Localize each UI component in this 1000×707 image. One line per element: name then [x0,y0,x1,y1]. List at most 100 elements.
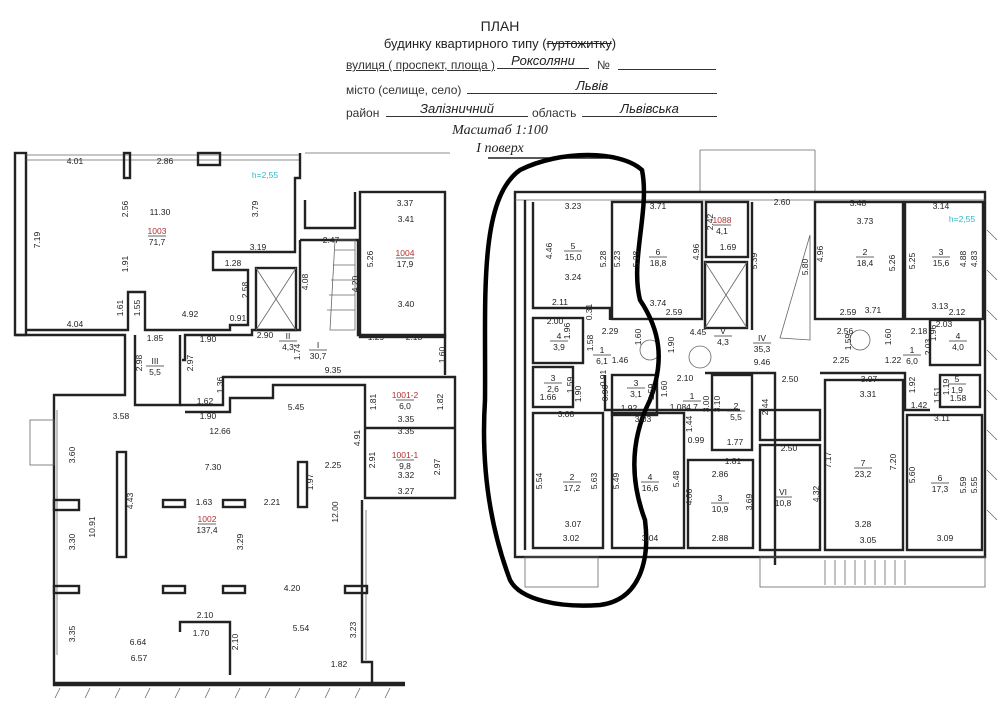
city-value: Львів [467,78,717,94]
dimension-label: 5.25 [907,252,917,269]
region-value: Львівська [582,101,717,117]
room-area: 17,3 [932,484,949,494]
dimension-label: 6.57 [131,653,148,663]
room-area: 10,8 [775,498,792,508]
height-note: h=2,55 [949,214,976,224]
room-number: 1088 [713,215,732,225]
dimension-label: 1.74 [292,343,302,360]
dimension-label: 2.50 [782,374,799,384]
room-label: I30,7 [309,340,327,361]
dimension-label: 3.32 [398,470,415,480]
dimension-label: 5.49 [611,472,621,489]
dimension-label: 7.30 [205,462,222,472]
dimension-label: 3.13 [932,301,949,311]
dimension-label: 1.60 [633,328,643,345]
dimension-label: 4.83 [969,250,979,267]
dimension-label: 5.54 [534,472,544,489]
room-label: 16,1 [593,345,611,366]
dimension-label: 3.35 [67,625,77,642]
dimension-label: 1.60 [883,328,893,345]
dimension-label: 1.77 [727,437,744,447]
room-label: 218,4 [856,247,874,268]
room-number: 2 [570,472,575,482]
room-area: 17,9 [397,259,414,269]
dimension-label: 4.92 [182,309,199,319]
dimension-label: 1.51 [932,386,942,403]
dimension-label: 2.03 [936,319,953,329]
dimension-label: 2.97 [185,354,195,371]
dimension-label: 2.56 [837,326,854,336]
subtitle-struck: гуртожитку [546,36,612,51]
dimension-label: 5.23 [612,250,622,267]
dimension-label: 3.31 [860,389,877,399]
region-label: область [532,106,577,120]
dimension-label: 1.90 [200,411,217,421]
height-note: h=2,55 [252,170,279,180]
dimension-label: 5.26 [887,254,897,271]
room-area: 35,3 [754,344,771,354]
dimension-label: 1.22 [885,355,902,365]
dimension-label: 2.97 [432,458,442,475]
subtitle-prefix: будинку квартирного типу ( [383,36,547,51]
dimension-label: 2.12 [949,307,966,317]
dimension-label: 1.58 [585,334,595,351]
room-label: 51,9 [948,374,966,395]
dimension-label: 9.46 [754,357,771,367]
dimension-label: 2.10 [230,633,240,650]
dimension-label: 2.88 [712,533,729,543]
dimension-label: 5.60 [907,466,917,483]
room-label: V4,3 [714,326,732,347]
floor-label: I поверх [476,141,524,156]
room-area: 15,6 [933,258,950,268]
dimension-label: 1.85 [147,333,164,343]
dimension-label: 1.59 [565,376,575,393]
room-area: 1,9 [951,385,963,395]
room-area: 6,0 [906,356,918,366]
room-area: 4,0 [952,342,964,352]
dimension-label: 3.23 [565,201,582,211]
dimension-label: 2.60 [774,197,791,207]
dimension-label: 1.29 [368,332,385,342]
room-number: IV [758,333,766,343]
dimension-label: 1.19 [941,378,951,395]
dimension-label: 5.28 [631,250,641,267]
dimension-label: 7.19 [32,231,42,248]
room-label: 617,3 [931,473,949,494]
dimension-label: 1.91 [120,255,130,272]
room-number: 6 [656,247,661,257]
room-number: V [720,326,726,336]
room-label: 44,0 [949,331,967,352]
room-number: 1001-2 [392,390,419,400]
dimension-label: 1.96 [562,322,572,339]
dimension-label: 4.04 [67,319,84,329]
dimension-label: 11.30 [150,207,171,217]
room-area: 4,3 [282,342,294,352]
dimension-label: 2.86 [157,156,174,166]
room-label: 618,8 [649,247,667,268]
dimension-label: 2.25 [325,460,342,470]
dimension-label: 5.63 [589,472,599,489]
dimension-label: 3.29 [235,533,245,550]
dimension-label: 3.48 [850,198,867,208]
dimension-label: 2.10 [677,373,694,383]
dimension-label: 1.92 [621,403,638,413]
room-area: 18,4 [857,258,874,268]
dimension-label: 0.91 [230,313,247,323]
street-value: Роксоляни [497,53,589,69]
dimension-label: 3.69 [744,493,754,510]
room-label: 25,5 [727,401,745,422]
dimension-label: 5.54 [293,623,310,633]
dimension-label: 3.30 [67,533,77,550]
room-number: 5 [571,241,576,251]
room-area: 3,1 [630,389,642,399]
room-number: 4 [648,472,653,482]
dimension-label: 1.59 [646,383,656,400]
dimension-label: 1.55 [132,299,142,316]
subtitle-suffix: ) [611,36,617,51]
dimension-label: 12.00 [330,501,340,523]
room-label: II4,3 [279,331,297,352]
dimension-label: 6.64 [130,637,147,647]
dimension-label: 0.31 [584,303,594,320]
